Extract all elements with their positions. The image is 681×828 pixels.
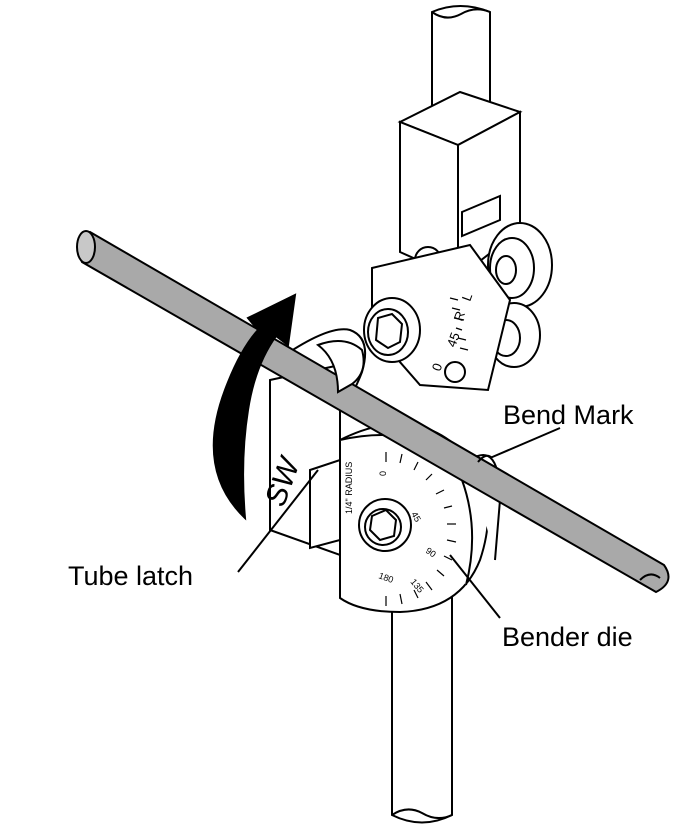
die-radius-text: 1/4" RADIUS [344,462,354,514]
curved-arrow-icon [212,293,297,521]
bend-mark-leader [489,427,561,459]
die-tick-marks [385,452,457,606]
bend-mark-label: Bend Mark [503,400,634,430]
scale-label-0: 0 [429,361,446,373]
tube [76,230,670,594]
tube-latch-label: Tube latch [68,561,193,591]
tube-latch-front [315,340,365,394]
die-scale-0: 0 [378,471,388,476]
tube-latch-leader [237,469,319,573]
scale-label-l: L [459,291,476,303]
die-scale-45: 45 [409,510,423,524]
die-scale-90: 90 [424,545,438,559]
die-scale-180: 180 [377,570,395,585]
vise-rod-bottom [391,589,453,824]
bender-die-leader [449,554,501,619]
roller-assembly [487,222,553,368]
scale-label-45: 45 [444,330,463,349]
upper-socket-screw [363,297,466,383]
bender-die-label: Bender die [502,622,633,652]
